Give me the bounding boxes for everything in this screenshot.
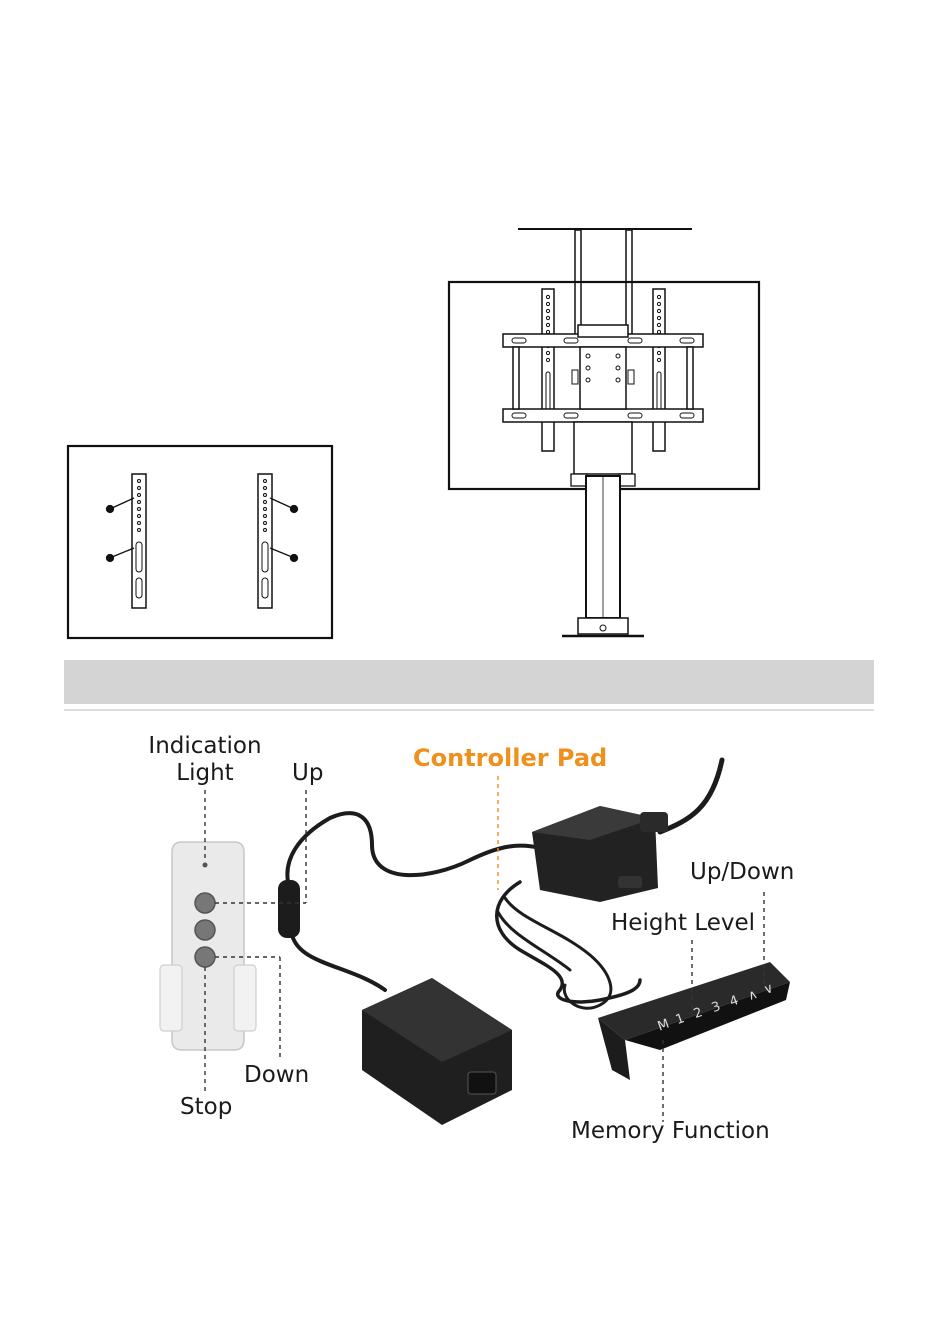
keypad-key-2[interactable]: 2 <box>692 1005 705 1022</box>
label-up: Up <box>292 760 323 787</box>
keypad-key-4[interactable]: 4 <box>728 993 741 1010</box>
remote-control <box>160 842 256 1050</box>
label-memory-function: Memory Function <box>571 1118 770 1145</box>
keypad-key-up[interactable]: ∧ <box>746 987 760 1004</box>
remote-cable-connector <box>278 880 300 938</box>
keypad-key-row: M 1 2 3 4 ∧ ∨ <box>650 990 790 1030</box>
label-up-down: Up/Down <box>690 859 794 886</box>
label-stop: Stop <box>180 1094 232 1121</box>
label-controller-pad: Controller Pad <box>413 745 607 772</box>
keypad-key-3[interactable]: 3 <box>710 999 723 1016</box>
controller-box <box>532 806 668 902</box>
label-indication-light: Indication Light <box>132 733 278 787</box>
label-down: Down <box>244 1062 309 1089</box>
keypad-key-1[interactable]: 1 <box>674 1011 687 1028</box>
power-adapter <box>362 978 512 1125</box>
label-height-level: Height Level <box>611 910 755 937</box>
